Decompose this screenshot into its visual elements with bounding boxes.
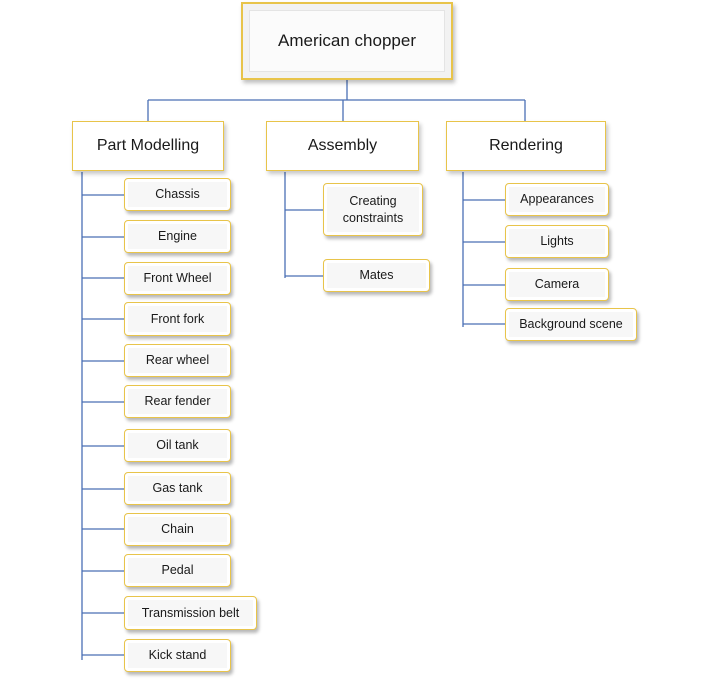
leaf-label: Engine (158, 229, 197, 243)
leaf-lights: Lights (505, 225, 609, 258)
leaf-label: Creating constraints (342, 193, 404, 225)
leaf-label: Kick stand (148, 648, 207, 662)
leaf-appearances: Appearances (505, 183, 609, 216)
leaf-pedal: Pedal (124, 554, 231, 587)
leaf-label: Chain (161, 522, 194, 536)
leaf-label: Lights (540, 234, 574, 248)
leaf-mates: Mates (323, 259, 430, 292)
leaf-label: Appearances (520, 192, 594, 206)
leaf-label: Background scene (519, 317, 623, 331)
leaf-engine: Engine (124, 220, 231, 253)
leaf-front-wheel: Front Wheel (124, 262, 231, 295)
leaf-camera: Camera (505, 268, 609, 301)
leaf-label: Transmission belt (141, 605, 240, 620)
leaf-front-fork: Front fork (124, 302, 231, 336)
branch-part-modelling: Part Modelling (72, 121, 224, 171)
branch-label: Assembly (307, 137, 378, 154)
leaf-background-scene: Background scene (505, 308, 637, 341)
branch-label: Rendering (489, 137, 563, 154)
leaf-chassis: Chassis (124, 178, 231, 211)
leaf-label: Pedal (161, 563, 194, 577)
branch-label: Part Modelling (96, 137, 200, 154)
leaf-label: Oil tank (156, 438, 199, 452)
leaf-label: Camera (534, 277, 580, 291)
leaf-oil-tank: Oil tank (124, 429, 231, 462)
root-label: American chopper (278, 31, 416, 50)
branch-assembly: Assembly (266, 121, 419, 171)
leaf-chain: Chain (124, 513, 231, 546)
leaf-transmission-belt: Transmission belt (124, 596, 257, 630)
branch-rendering: Rendering (446, 121, 606, 171)
leaf-rear-wheel: Rear wheel (124, 344, 231, 377)
leaf-gas-tank: Gas tank (124, 472, 231, 505)
leaf-label: Rear wheel (145, 353, 210, 367)
leaf-label: Rear fender (144, 394, 211, 408)
leaf-label: Chassis (155, 187, 200, 201)
leaf-label: Gas tank (152, 481, 203, 495)
leaf-label: Front Wheel (143, 271, 212, 285)
leaf-kick-stand: Kick stand (124, 639, 231, 672)
leaf-label: Mates (359, 268, 394, 282)
leaf-creating-constraints: Creating constraints (323, 183, 423, 236)
leaf-label: Front fork (150, 311, 205, 326)
root-node: American chopper (241, 2, 453, 80)
leaf-rear-fender: Rear fender (124, 385, 231, 418)
